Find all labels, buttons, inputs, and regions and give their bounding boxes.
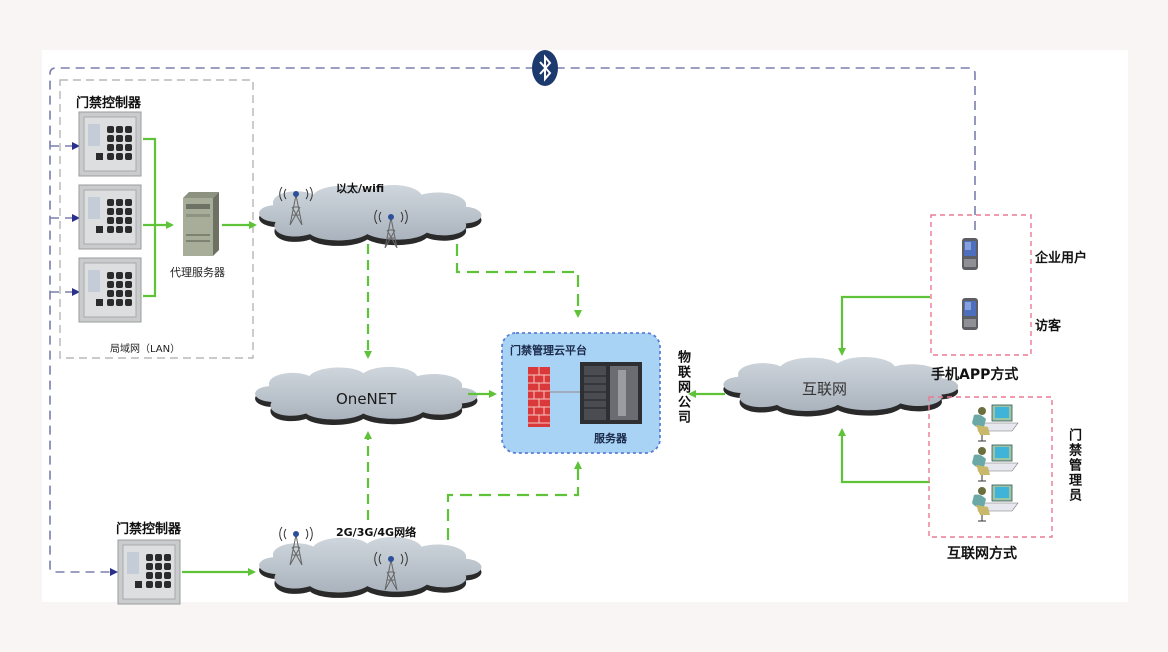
access-controller-standalone — [117, 539, 181, 605]
lan-label: 局域网（LAN） — [110, 344, 181, 355]
diagram-canvas — [42, 50, 1128, 602]
admin-workstation-icon — [971, 444, 1019, 482]
lan-controller-label: 门禁控制器 — [76, 96, 142, 111]
access-controller-2 — [78, 184, 142, 250]
app-method-caption: 手机APP方式 — [931, 367, 1019, 383]
web-group-box — [928, 396, 1053, 538]
lan-links — [143, 137, 257, 298]
bluetooth-icon — [532, 50, 558, 86]
arrow-head — [110, 568, 118, 576]
phone-icon-visitor — [962, 298, 978, 330]
iot-company-label: 物联网公司 — [675, 350, 690, 425]
standalone-controller-label: 门禁控制器 — [116, 522, 182, 537]
access-controller-3 — [78, 257, 142, 323]
bluetooth-link — [49, 67, 976, 573]
firewall-icon — [528, 367, 550, 427]
platform-title: 门禁管理云平台 — [510, 344, 587, 357]
enterprise-user-label: 企业用户 — [1035, 251, 1088, 266]
cloud-onenet-label: OneNET — [336, 390, 397, 408]
arrow-head — [72, 288, 80, 296]
server-rack-icon — [580, 362, 642, 424]
proxy-server-label: 代理服务器 — [170, 266, 225, 279]
app-group-box — [930, 214, 1032, 356]
admin-workstation-icon — [971, 404, 1019, 442]
server-label: 服务器 — [594, 432, 627, 445]
proxy-server-icon — [183, 192, 219, 256]
phone-icon-enterprise-user — [962, 238, 978, 270]
admin-workstation-icon — [971, 484, 1019, 522]
access-controller-1 — [78, 111, 142, 177]
web-method-caption: 互联网方式 — [947, 546, 1017, 562]
cloud-ethernet-wifi-label: 以太/wifi — [336, 182, 385, 195]
cloud-links — [364, 244, 930, 540]
arrow-head — [72, 214, 80, 222]
admin-label: 门禁管理员 — [1066, 428, 1081, 503]
lan-group-box — [59, 79, 254, 359]
cloud-mobile-network-label: 2G/3G/4G网络 — [336, 526, 417, 539]
arrow-head — [72, 142, 80, 150]
visitor-label: 访客 — [1035, 319, 1062, 334]
cloud-internet-label: 互联网 — [802, 380, 848, 398]
